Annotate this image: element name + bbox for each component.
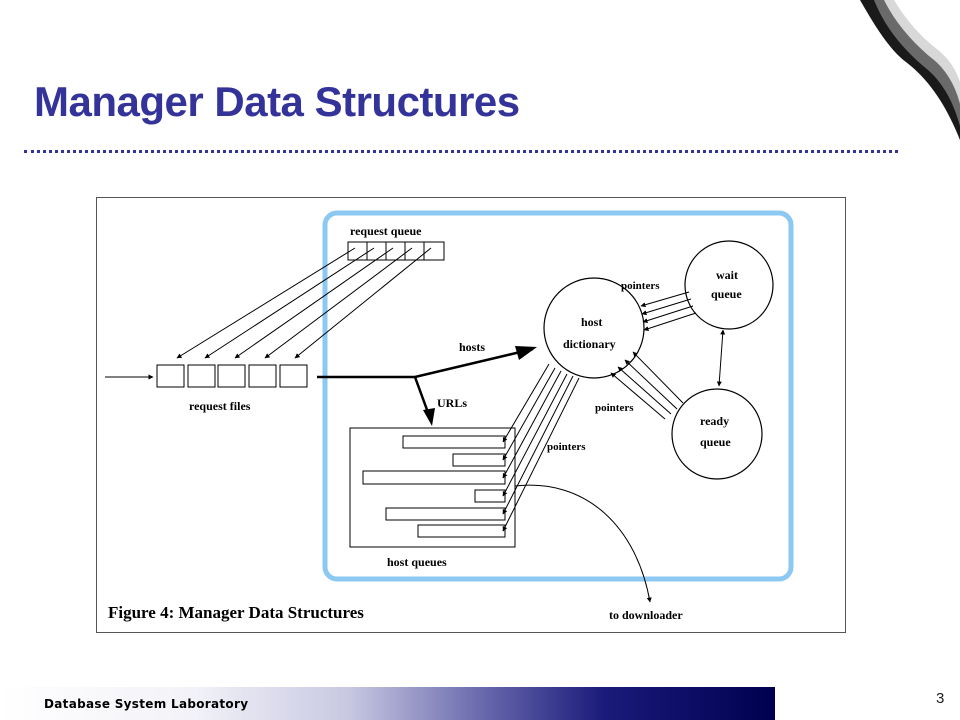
footer-lab-name: Database System Laboratory	[44, 697, 249, 711]
to-downloader-arrow	[514, 484, 652, 603]
host-to-queue-pointers	[502, 363, 580, 532]
queue-to-files-arrows	[176, 247, 432, 359]
files-flow	[317, 347, 534, 419]
page-number: 3	[936, 690, 945, 707]
title-divider	[24, 150, 898, 153]
ready-queue-label-line1: ready	[700, 414, 729, 428]
host-queue-bars	[362, 435, 506, 538]
footer-gradient-bar	[0, 687, 775, 720]
host-dictionary-label-line2: dictionary	[563, 337, 616, 351]
host-queues-label: host queues	[387, 555, 447, 569]
to-downloader-label: to downloader	[609, 608, 683, 622]
urls-label: URLs	[437, 396, 467, 410]
manager-region-frame	[322, 210, 794, 582]
pointers-label-top: pointers	[621, 280, 660, 292]
ready-queue-label-line2: queue	[700, 435, 731, 449]
request-files-cells	[156, 364, 308, 388]
pointers-label-left: pointers	[547, 441, 586, 453]
wait-to-host-pointers	[640, 291, 697, 331]
wait-queue-label-line2: queue	[711, 287, 742, 301]
hosts-label: hosts	[459, 340, 485, 354]
urls-arrowhead	[423, 408, 435, 426]
page-curl-decoration	[860, 0, 960, 140]
request-queue-label: request queue	[350, 224, 422, 238]
request-files-label: request files	[189, 399, 251, 413]
pointers-label-mid: pointers	[595, 402, 634, 414]
figure-caption: Figure 4: Manager Data Structures	[108, 603, 364, 622]
ready-queue-node	[671, 388, 763, 480]
figure-manager-data-structures: request queue request files	[96, 197, 846, 633]
host-dictionary-label-line1: host	[581, 315, 602, 329]
wait-ready-arrow	[716, 329, 726, 387]
wait-queue-node	[684, 240, 774, 330]
wait-queue-label-line1: wait	[716, 268, 738, 282]
request-queue-cells	[347, 241, 445, 261]
ready-to-host-pointers	[610, 351, 684, 420]
diagram: request queue request files	[105, 210, 794, 622]
slide-title: Manager Data Structures	[34, 78, 520, 125]
hosts-arrowhead	[515, 346, 537, 360]
